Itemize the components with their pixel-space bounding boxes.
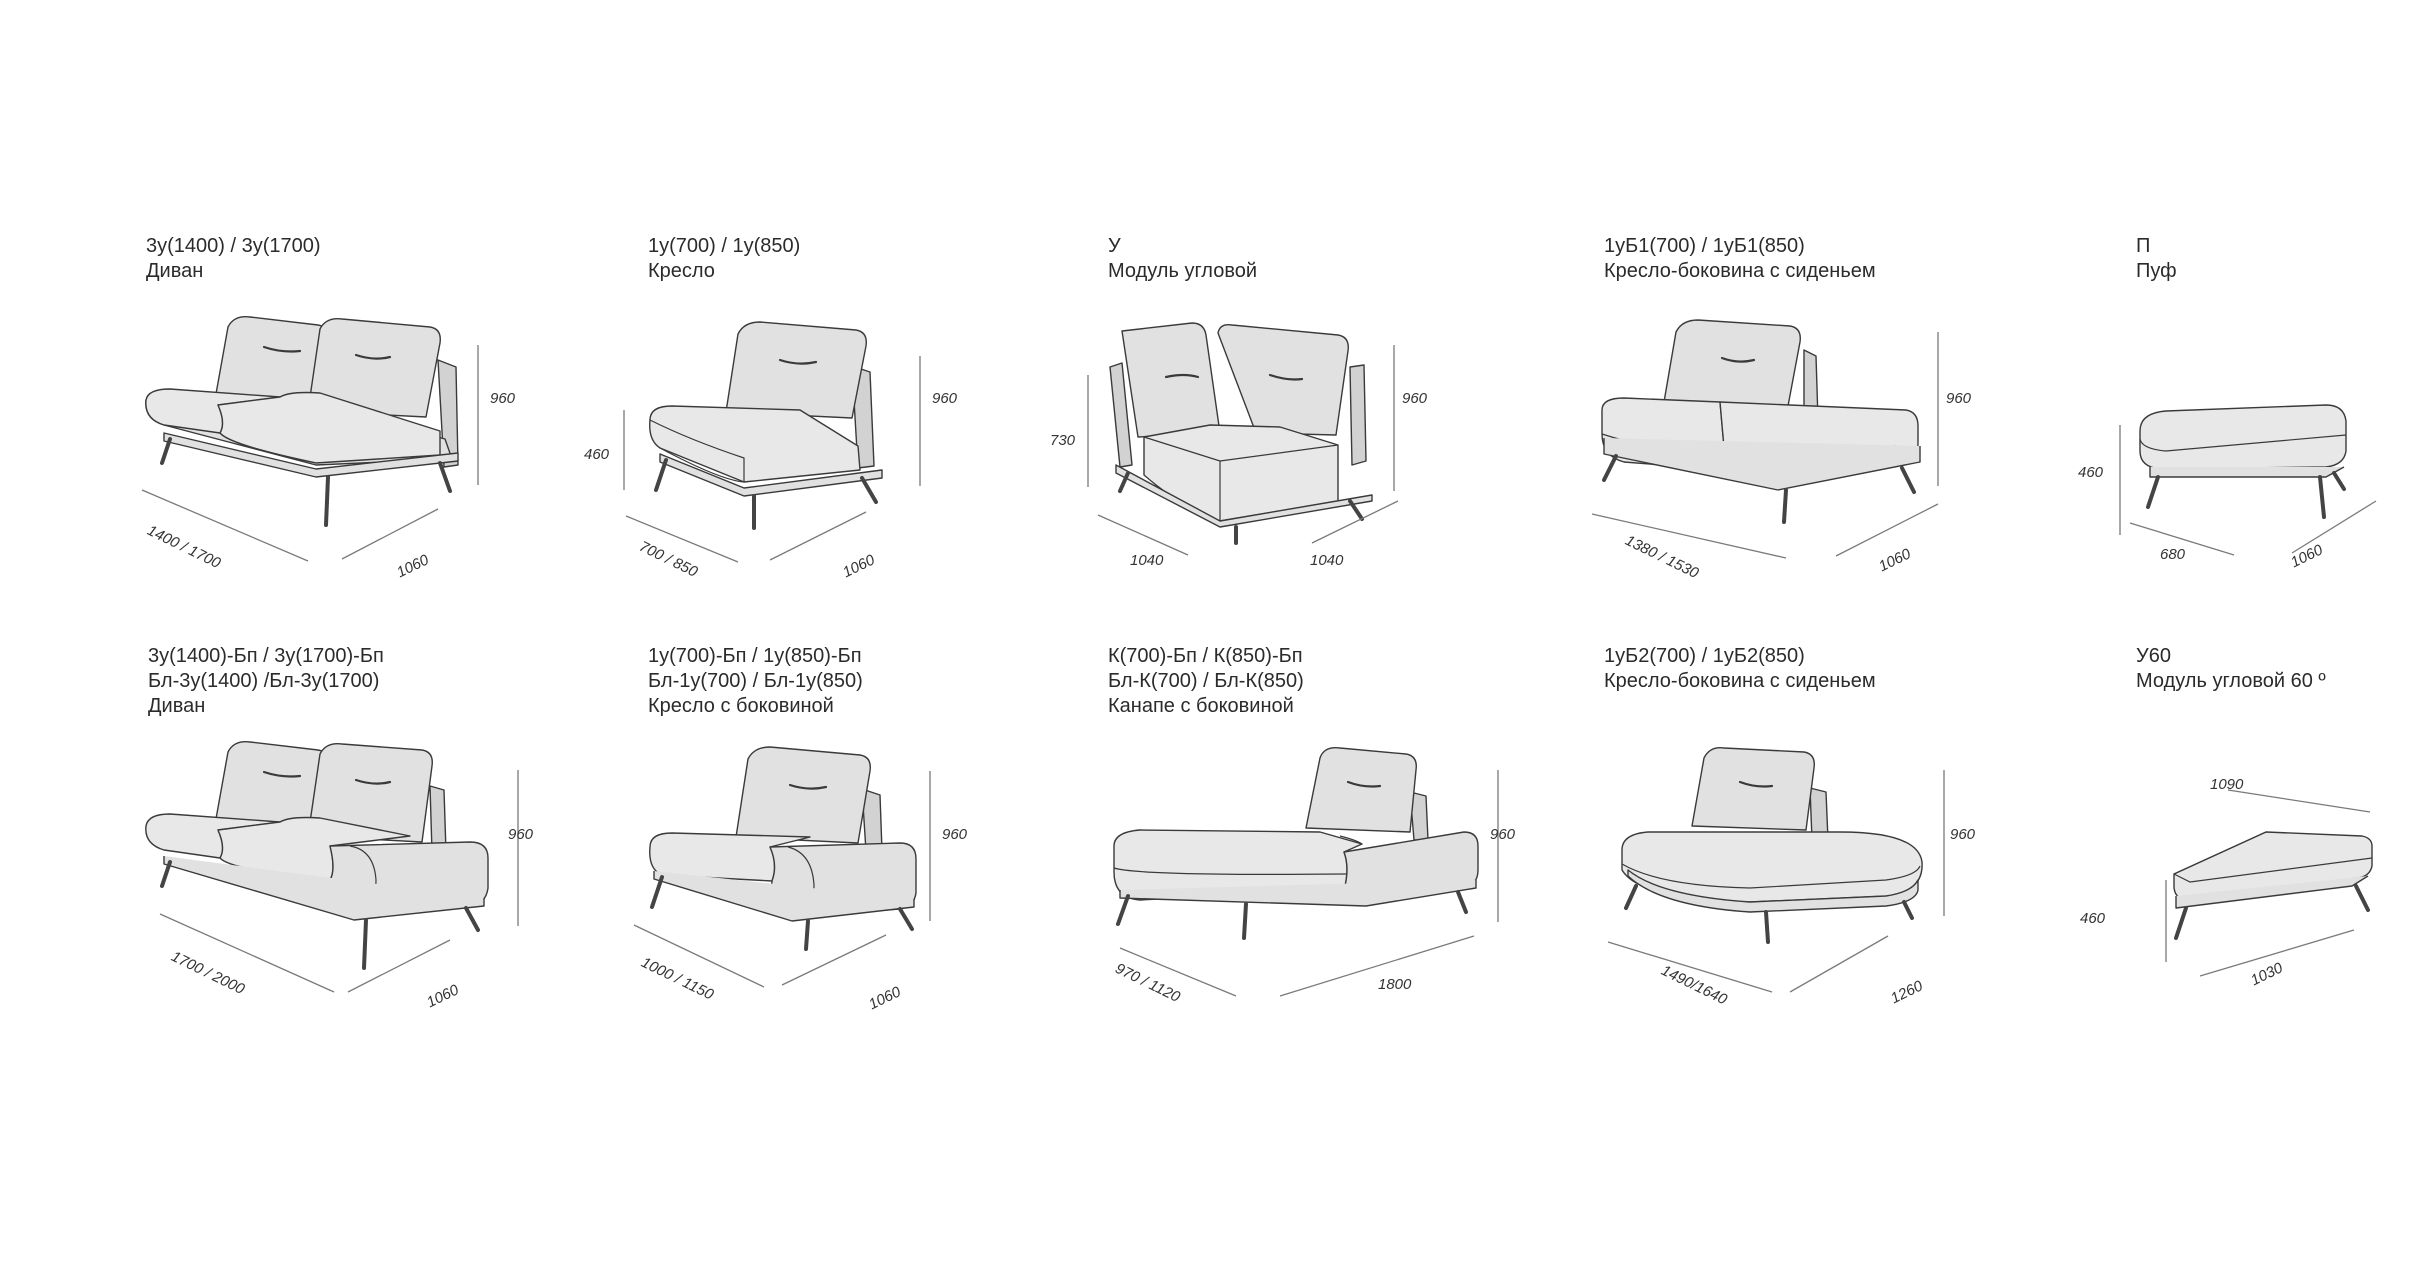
- module-caption: 3у(1400)-Бп / 3у(1700)-Бп Бл-3у(1400) /Б…: [148, 644, 384, 719]
- pouf-p-drawing: [2119, 404, 2377, 556]
- module-code: У60: [2136, 645, 2171, 667]
- module-caption: П Пуф: [2136, 234, 2177, 284]
- module-caption: 1у(700) / 1у(850) Кресло: [648, 234, 800, 284]
- dim-height: 960: [1402, 390, 1428, 407]
- armchair-side-1ub1-drawing: [1591, 319, 1939, 559]
- module-name: Пуф: [2136, 260, 2177, 282]
- module-code-alt: Бл-3у(1400) /Бл-3у(1700): [148, 670, 380, 692]
- dim-seat-height: 460: [2080, 910, 2106, 927]
- module-name: Диван: [148, 695, 206, 717]
- module-name: Модуль угловой 60 º: [2136, 670, 2326, 692]
- module-name: Канапе с боковиной: [1108, 695, 1294, 717]
- module-code: 1уБ1(700) / 1уБ1(850): [1604, 235, 1805, 257]
- dim-height: 960: [942, 826, 968, 843]
- canape-k-side-drawing: [1113, 747, 1499, 997]
- module-caption: К(700)-Бп / К(850)-Бп Бл-К(700) / Бл-К(8…: [1108, 644, 1304, 719]
- module-code: П: [2136, 235, 2151, 257]
- module-code-alt: Бл-К(700) / Бл-К(850): [1108, 670, 1304, 692]
- module-caption: 1уБ2(700) / 1уБ2(850) Кресло-боковина с …: [1604, 644, 1876, 694]
- module-code: У: [1108, 235, 1121, 257]
- armchair-1u-side-drawing: [633, 746, 931, 988]
- corner-60-drawing: [2165, 789, 2373, 977]
- module-name: Кресло с боковиной: [648, 695, 834, 717]
- module-caption: У60 Модуль угловой 60 º: [2136, 644, 2326, 694]
- module-name: Кресло: [648, 260, 715, 282]
- module-name: Кресло-боковина с сиденьем: [1604, 260, 1876, 282]
- dim-seat-height: 460: [2078, 464, 2104, 481]
- module-code: 1у(700) / 1у(850): [648, 235, 801, 257]
- module-caption: 1уБ1(700) / 1уБ1(850) Кресло-боковина с …: [1604, 234, 1876, 284]
- sofa-3u-drawing: [141, 316, 479, 562]
- module-code: 3у(1400)-Бп / 3у(1700)-Бп: [148, 645, 384, 667]
- dim-height: 960: [490, 390, 516, 407]
- armchair-side-1ub2-drawing: [1607, 747, 1945, 993]
- module-code: К(700)-Бп / К(850)-Бп: [1108, 645, 1303, 667]
- dim-width: 1040: [1130, 552, 1164, 569]
- dim-top-width: 1090: [2210, 776, 2244, 793]
- dim-height: 960: [1946, 390, 1972, 407]
- dim-height: 960: [1490, 826, 1516, 843]
- module-name: Кресло-боковина с сиденьем: [1604, 670, 1876, 692]
- module-name: Модуль угловой: [1108, 260, 1258, 282]
- module-code: 1уБ2(700) / 1уБ2(850): [1604, 645, 1805, 667]
- module-caption: 1у(700)-Бп / 1у(850)-Бп Бл-1у(700) / Бл-…: [648, 644, 863, 719]
- module-code: 3у(1400) / 3у(1700): [146, 235, 321, 257]
- dim-seat-height: 730: [1050, 432, 1076, 449]
- sofa-3u-side-drawing: [145, 741, 519, 993]
- armchair-1u-drawing: [623, 321, 921, 563]
- dim-height: 960: [508, 826, 534, 843]
- dim-width: 680: [2160, 546, 2186, 563]
- module-code: 1у(700)-Бп / 1у(850)-Бп: [648, 645, 862, 667]
- module-caption: 3у(1400) / 3у(1700) Диван: [146, 234, 321, 284]
- corner-u-drawing: [1087, 322, 1399, 556]
- dim-depth: 1040: [1310, 552, 1344, 569]
- module-code-alt: Бл-1у(700) / Бл-1у(850): [648, 670, 863, 692]
- module-caption: У Модуль угловой: [1108, 234, 1257, 284]
- dim-height: 960: [1950, 826, 1976, 843]
- dim-depth: 1800: [1378, 976, 1412, 993]
- dim-seat-height: 460: [584, 446, 610, 463]
- module-name: Диван: [146, 260, 204, 282]
- dim-height: 960: [932, 390, 958, 407]
